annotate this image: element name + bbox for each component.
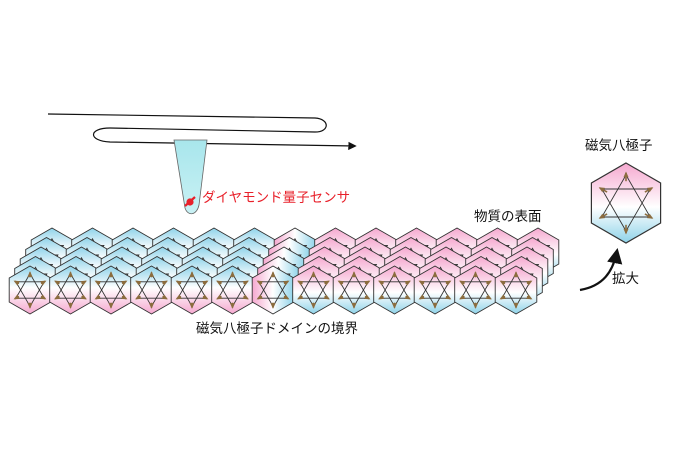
boundary-label: 磁気八極子ドメインの境界 — [196, 321, 358, 337]
star-of-david-icon — [13, 271, 47, 309]
sensor-tip-icon — [173, 139, 208, 215]
star-of-david-icon — [459, 271, 492, 309]
curved-arrow-icon — [579, 247, 623, 292]
octupole-cell — [89, 265, 133, 315]
star-of-david-icon — [378, 271, 411, 309]
star-of-david-icon — [598, 171, 654, 235]
enlarge-label: 拡大 — [612, 271, 639, 287]
star-of-david-icon — [54, 271, 87, 309]
octupole-title: 磁気八極子 — [585, 138, 653, 154]
star-of-david-icon — [175, 271, 209, 309]
star-of-david-icon — [216, 271, 249, 309]
star-of-david-icon — [256, 271, 290, 309]
scan-path-arrow — [47, 113, 357, 151]
octupole-cell — [251, 265, 295, 315]
nv-center-icon — [184, 196, 196, 207]
octupole-cell — [413, 265, 457, 315]
octupole-cell — [292, 265, 335, 315]
octupole-lattice — [8, 227, 560, 315]
star-of-david-icon — [94, 271, 128, 309]
octupole-enlarged — [590, 162, 662, 244]
octupole-cell — [494, 265, 538, 315]
star-of-david-icon — [135, 271, 168, 309]
sensor-label: ダイヤモンド量子センサ — [202, 190, 350, 206]
star-of-david-icon — [337, 271, 371, 309]
star-of-david-icon — [418, 271, 452, 309]
star-of-david-icon — [297, 271, 330, 309]
octupole-cell — [211, 265, 254, 315]
surface-label: 物質の表面 — [474, 209, 542, 225]
star-of-david-icon — [499, 271, 533, 309]
